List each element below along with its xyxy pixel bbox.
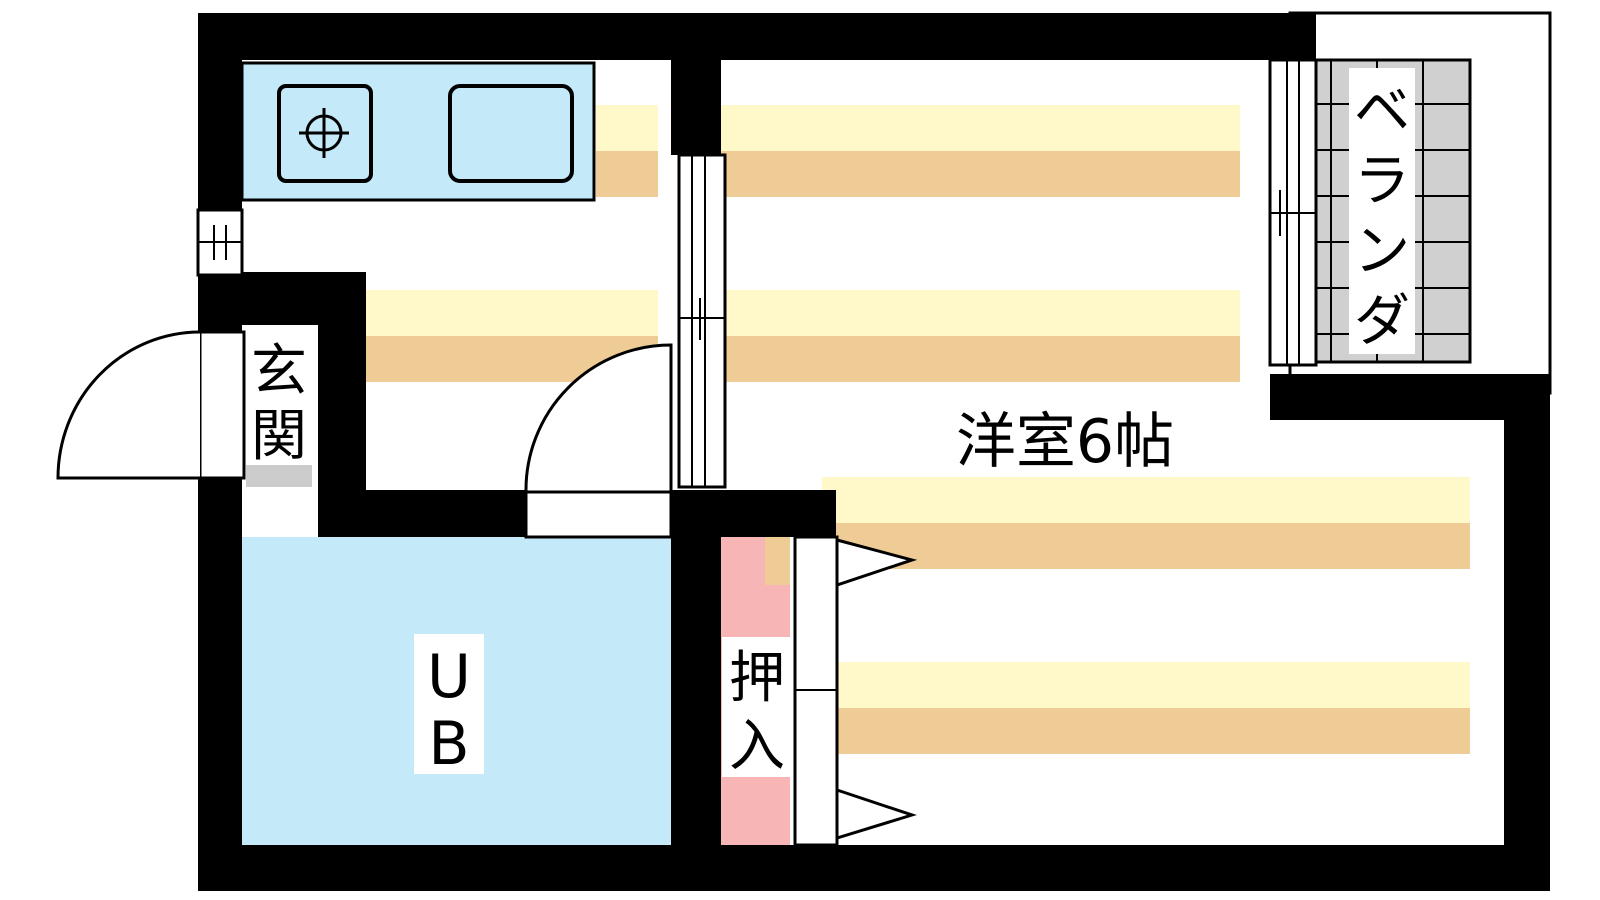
unit-bath-label-1: U [427,642,471,712]
closet-label-2: 入 [729,714,785,779]
entrance-door [56,330,246,480]
sink [448,84,574,183]
closet-doors [793,535,918,847]
entrance-label-1: 玄 [251,339,307,404]
bath-door [524,343,673,539]
closet-label-1: 押 [729,646,785,711]
veranda-label-1: ベ [1354,79,1410,144]
closet-label-bg [722,637,792,777]
western-room-label: 洋室6帖 [956,407,1174,477]
window-kitchen [196,208,244,277]
window-veranda [1268,58,1318,367]
entrance-label-2: 関 [251,404,307,469]
unit-bath-label-2: B [428,709,469,779]
floor-stripes [358,105,1470,754]
veranda-label-bg [1349,68,1415,354]
kitchen-counter [240,61,596,202]
veranda-label-2: ラ [1354,149,1410,214]
veranda-label-3: ン [1354,219,1410,284]
unit-bath-label-bg [414,634,484,774]
burner-icon [299,108,349,158]
walls [198,13,1550,891]
entrance-label-bg [246,325,312,465]
veranda-label-4: ダ [1354,289,1410,354]
sliding-door-room [677,153,727,489]
